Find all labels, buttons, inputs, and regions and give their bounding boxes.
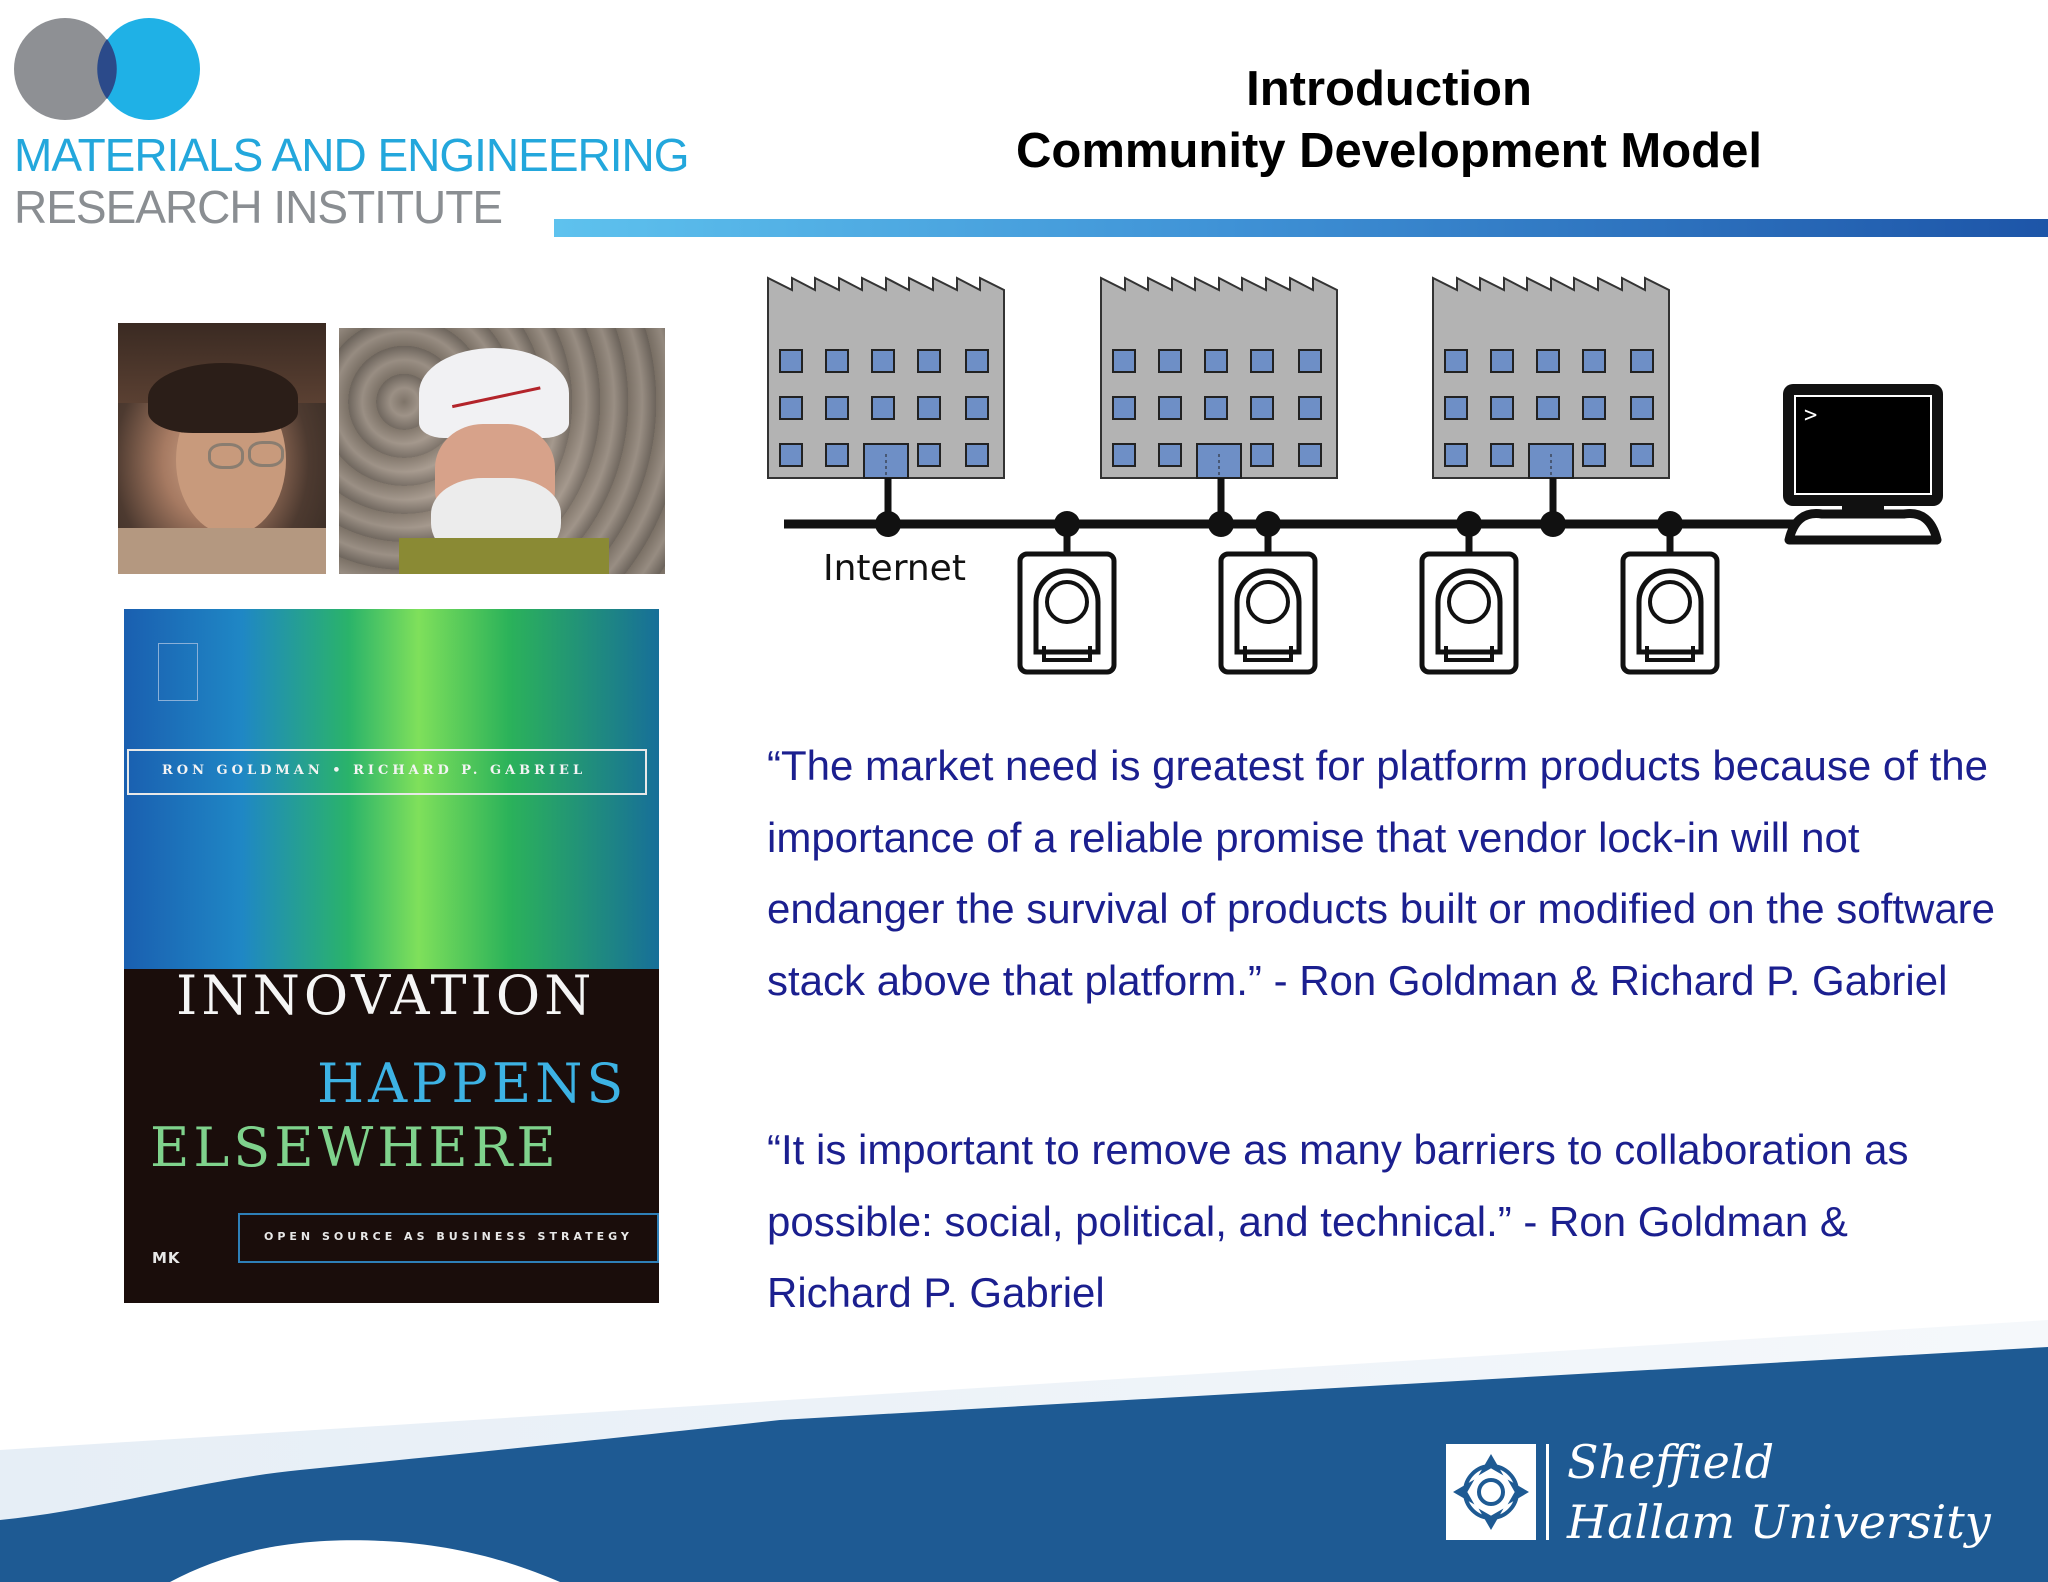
device-1	[1020, 554, 1114, 672]
community-network-diagram: > Internet	[767, 277, 1943, 690]
quote-remove-barriers: “It is important to remove as many barri…	[767, 1126, 1909, 1316]
slide-title-line2: Community Development Model	[1016, 124, 1762, 178]
building-3	[1432, 277, 1670, 479]
header-bar	[554, 219, 2048, 237]
elsevier-logo-icon	[158, 643, 198, 701]
device-2	[1221, 554, 1315, 672]
book-title-line3: ELSEWHERE	[150, 1116, 560, 1179]
institute-logo-icon	[14, 18, 200, 120]
internet-label: Internet	[823, 548, 966, 589]
slide-title: Introduction Community Development Model	[880, 58, 1898, 182]
publisher-logo: MK	[152, 1249, 181, 1267]
building-2	[1100, 277, 1338, 479]
quote-platform-products: “The market need is greatest for platfor…	[767, 742, 1996, 1004]
university-divider	[1546, 1444, 1549, 1540]
author-photo-ron-goldman	[118, 323, 326, 574]
terminal-prompt: >	[1804, 403, 1817, 428]
slide-title-line1: Introduction	[1246, 62, 1532, 116]
book-authors: RON GOLDMAN • RICHARD P. GABRIEL	[162, 763, 587, 778]
book-subtitle: OPEN SOURCE AS BUSINESS STRATEGY	[264, 1230, 633, 1243]
building-1	[767, 277, 1005, 479]
device-4	[1623, 554, 1717, 672]
book-cover: RON GOLDMAN • RICHARD P. GABRIEL INNOVAT…	[124, 609, 659, 1303]
footer-wave	[0, 1320, 2048, 1582]
book-title-line2: HAPPENS	[317, 1052, 628, 1115]
device-3	[1422, 554, 1516, 672]
institute-name-line2: RESEARCH INSTITUTE	[14, 181, 503, 233]
university-name-line2: Hallam University	[1567, 1495, 1991, 1549]
institute-name-line1: MATERIALS AND ENGINEERING	[14, 129, 690, 181]
book-title-line1: INNOVATION	[176, 964, 596, 1027]
university-crest-icon	[1446, 1444, 1536, 1540]
author-photo-richard-gabriel	[339, 328, 665, 574]
university-name-line1: Sheffield	[1567, 1435, 1775, 1489]
terminal-icon: >	[1783, 384, 1943, 545]
